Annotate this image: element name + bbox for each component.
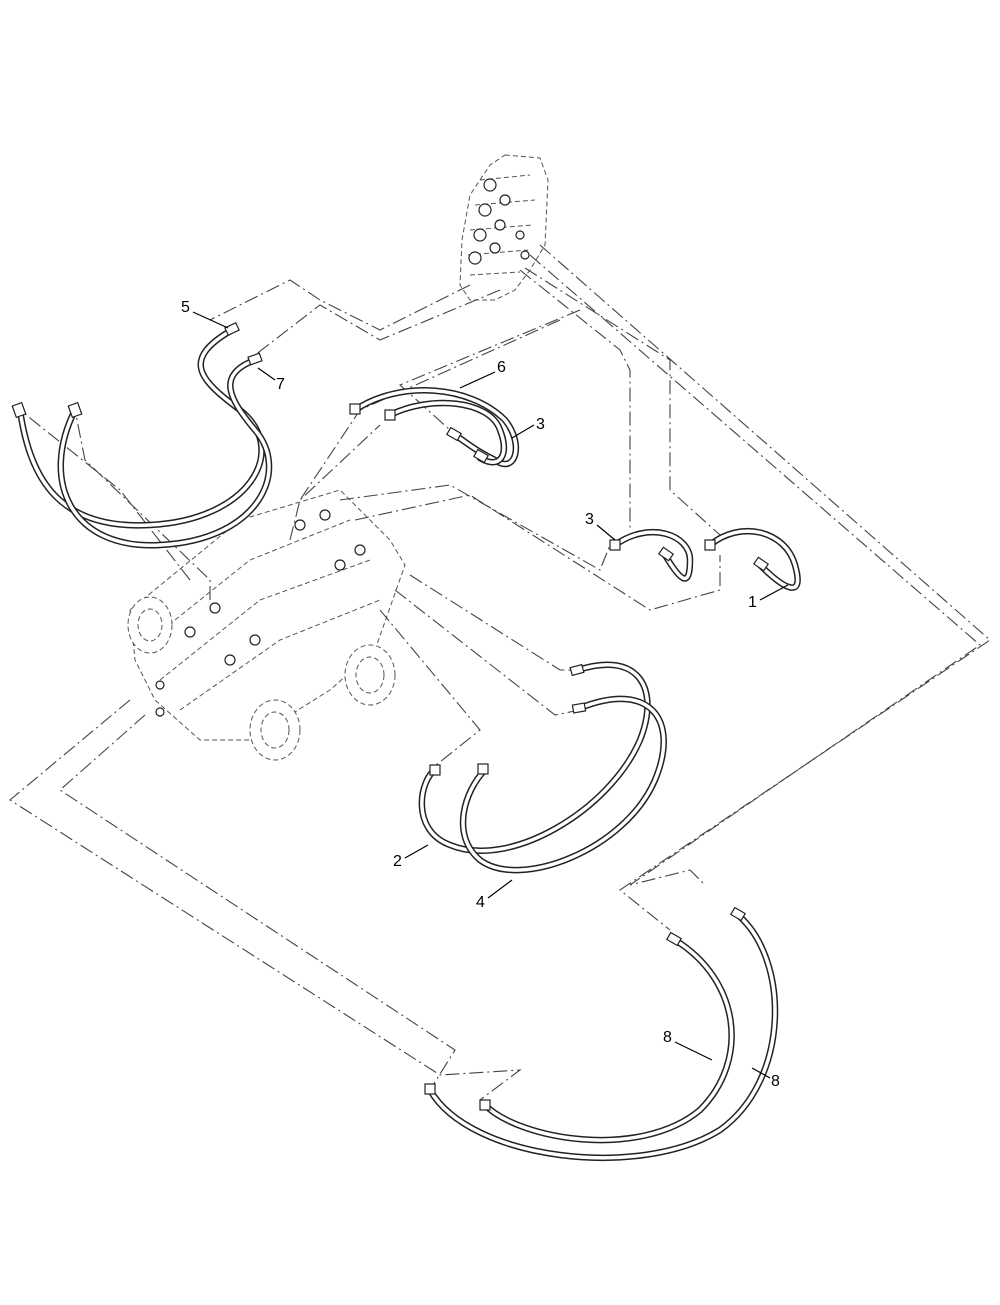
callout-8-inner: 8 (663, 1029, 713, 1061)
callout-label: 5 (181, 299, 190, 316)
hose-8-outer (426, 911, 779, 1162)
drive-motor-assembly (127, 489, 406, 761)
hose-3-upper (386, 399, 508, 466)
callout-label: 4 (476, 894, 485, 911)
hose-2 (418, 661, 651, 854)
callout-label: 1 (748, 594, 757, 611)
callout-label: 8 (663, 1029, 672, 1046)
callout-4: 4 (476, 879, 513, 911)
callout-label: 3 (536, 416, 545, 433)
callout-label: 8 (771, 1073, 780, 1090)
callout-5: 5 (181, 299, 229, 329)
callout-3-upper: 3 (511, 416, 545, 439)
hose-3-lower (611, 528, 694, 582)
hose-fittings (11, 322, 770, 1111)
callout-1: 1 (748, 584, 789, 611)
hose-5 (16, 326, 265, 529)
hose-1 (706, 528, 801, 591)
callout-2: 2 (393, 844, 429, 870)
callout-7: 7 (257, 367, 285, 393)
control-valve (459, 154, 549, 301)
hose-4 (459, 695, 667, 874)
callout-3-lower: 3 (585, 511, 616, 541)
callout-label: 2 (393, 853, 402, 870)
callout-label: 3 (585, 511, 594, 528)
callout-label: 7 (276, 376, 285, 393)
hose-8-inner (481, 936, 735, 1144)
callout-label: 6 (497, 359, 506, 376)
callout-6: 6 (459, 359, 506, 389)
callout-8-outer: 8 (751, 1067, 780, 1090)
hose-7 (57, 356, 273, 549)
